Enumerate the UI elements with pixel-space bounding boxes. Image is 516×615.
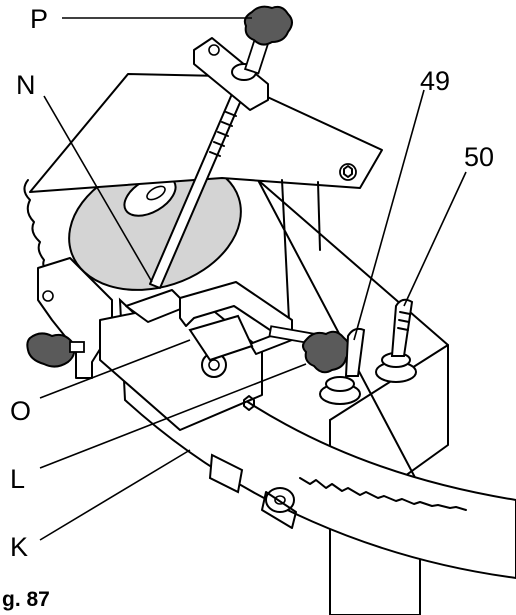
switch-49-nut xyxy=(325,376,355,392)
guard-support xyxy=(281,179,291,341)
leader-n xyxy=(43,95,153,283)
clamp-jaw xyxy=(188,314,254,362)
leader-49 xyxy=(353,89,425,341)
guard-support-2 xyxy=(317,181,321,251)
block-hole xyxy=(208,44,220,56)
small-bolt xyxy=(243,395,255,411)
bracket-hole xyxy=(42,290,54,302)
guide-nut-inner xyxy=(208,359,220,371)
rod-thread xyxy=(209,111,237,157)
label-n: N xyxy=(16,70,36,100)
label-50: 50 xyxy=(464,142,494,172)
leader-o xyxy=(39,339,191,399)
lower-bracket xyxy=(261,491,297,529)
label-k: K xyxy=(10,532,28,562)
label-p: P xyxy=(30,4,48,34)
knob-l xyxy=(302,330,351,374)
leader-k xyxy=(39,449,191,541)
left-knob-stem xyxy=(69,341,85,353)
leader-l xyxy=(39,363,307,469)
knob-p xyxy=(243,5,293,46)
leader-50 xyxy=(403,171,467,307)
label-49: 49 xyxy=(420,66,450,96)
wheel-hub-bore xyxy=(146,185,166,201)
blade-edge-left xyxy=(23,179,51,275)
figure-caption: g. 87 xyxy=(2,588,50,611)
wheel-guard xyxy=(29,73,383,193)
switch-49-lever xyxy=(344,327,366,377)
label-o: O xyxy=(10,396,31,426)
saw-teeth xyxy=(299,477,467,511)
switch-50-grip xyxy=(397,311,411,331)
left-knob xyxy=(26,332,76,368)
guard-screw-hex xyxy=(343,165,353,178)
clamp-frame xyxy=(179,281,293,355)
label-l: L xyxy=(10,464,25,494)
housing-top-face xyxy=(329,344,449,421)
lower-tab xyxy=(208,453,244,494)
rod-head-block xyxy=(193,37,269,111)
